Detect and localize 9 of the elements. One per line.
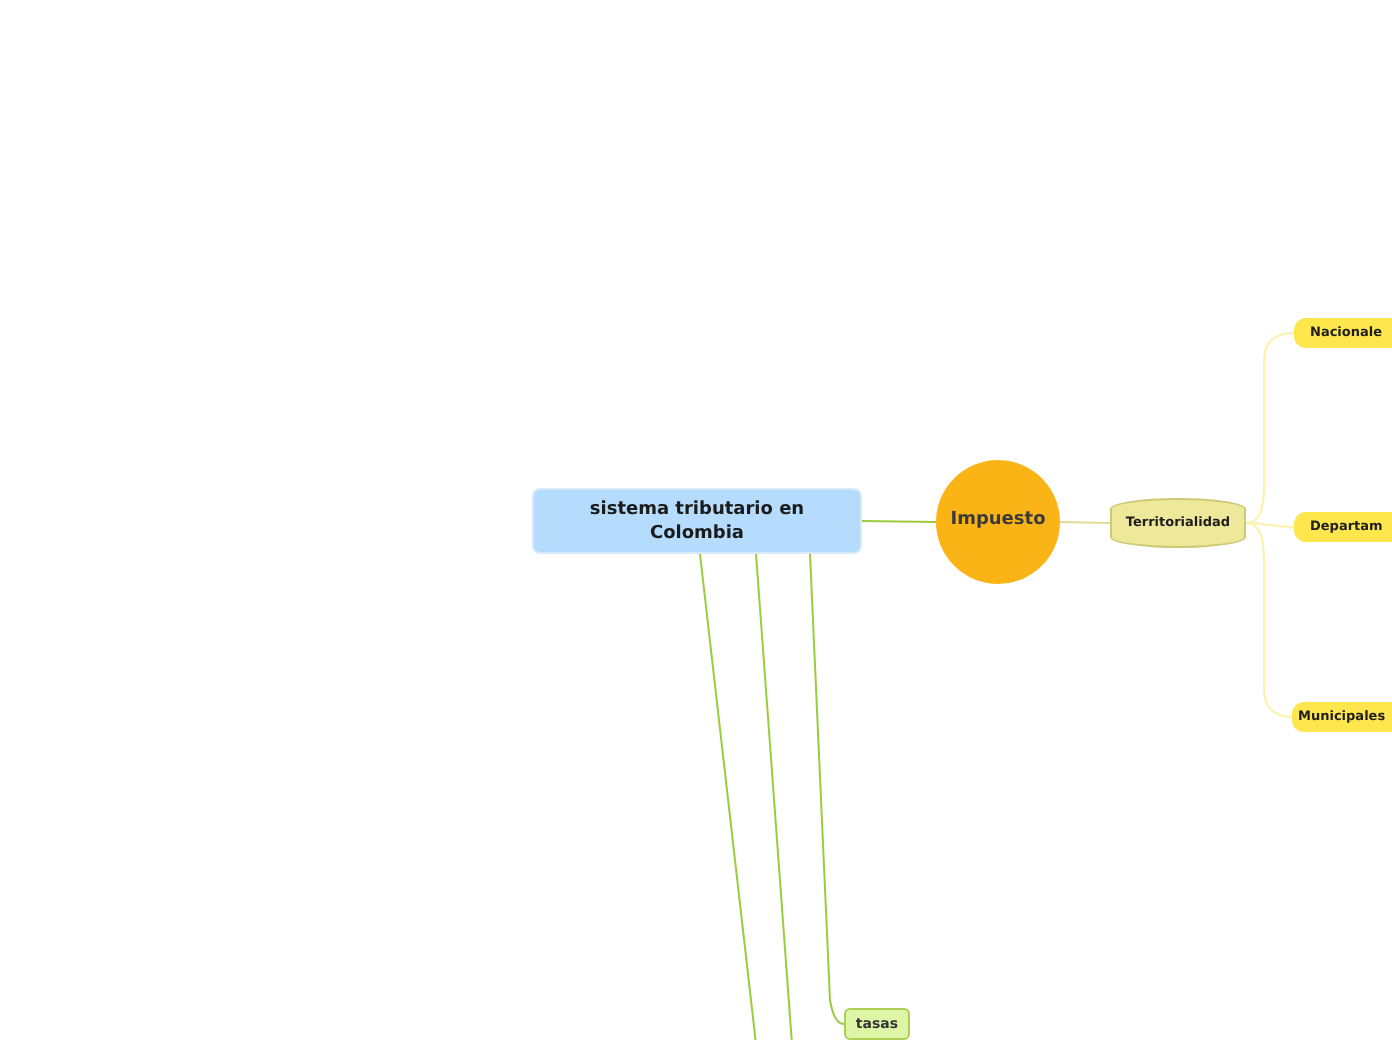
connector-line (809, 553, 845, 1025)
topic-box: sistema tributario en Colombia (532, 488, 862, 554)
connector-line (1059, 521, 1111, 524)
connector-line (1245, 522, 1293, 718)
connector-line (699, 553, 757, 1040)
connector-line (755, 553, 793, 1040)
connector-line (861, 520, 937, 523)
connector-line (1245, 522, 1295, 528)
connector-line (1245, 332, 1295, 524)
